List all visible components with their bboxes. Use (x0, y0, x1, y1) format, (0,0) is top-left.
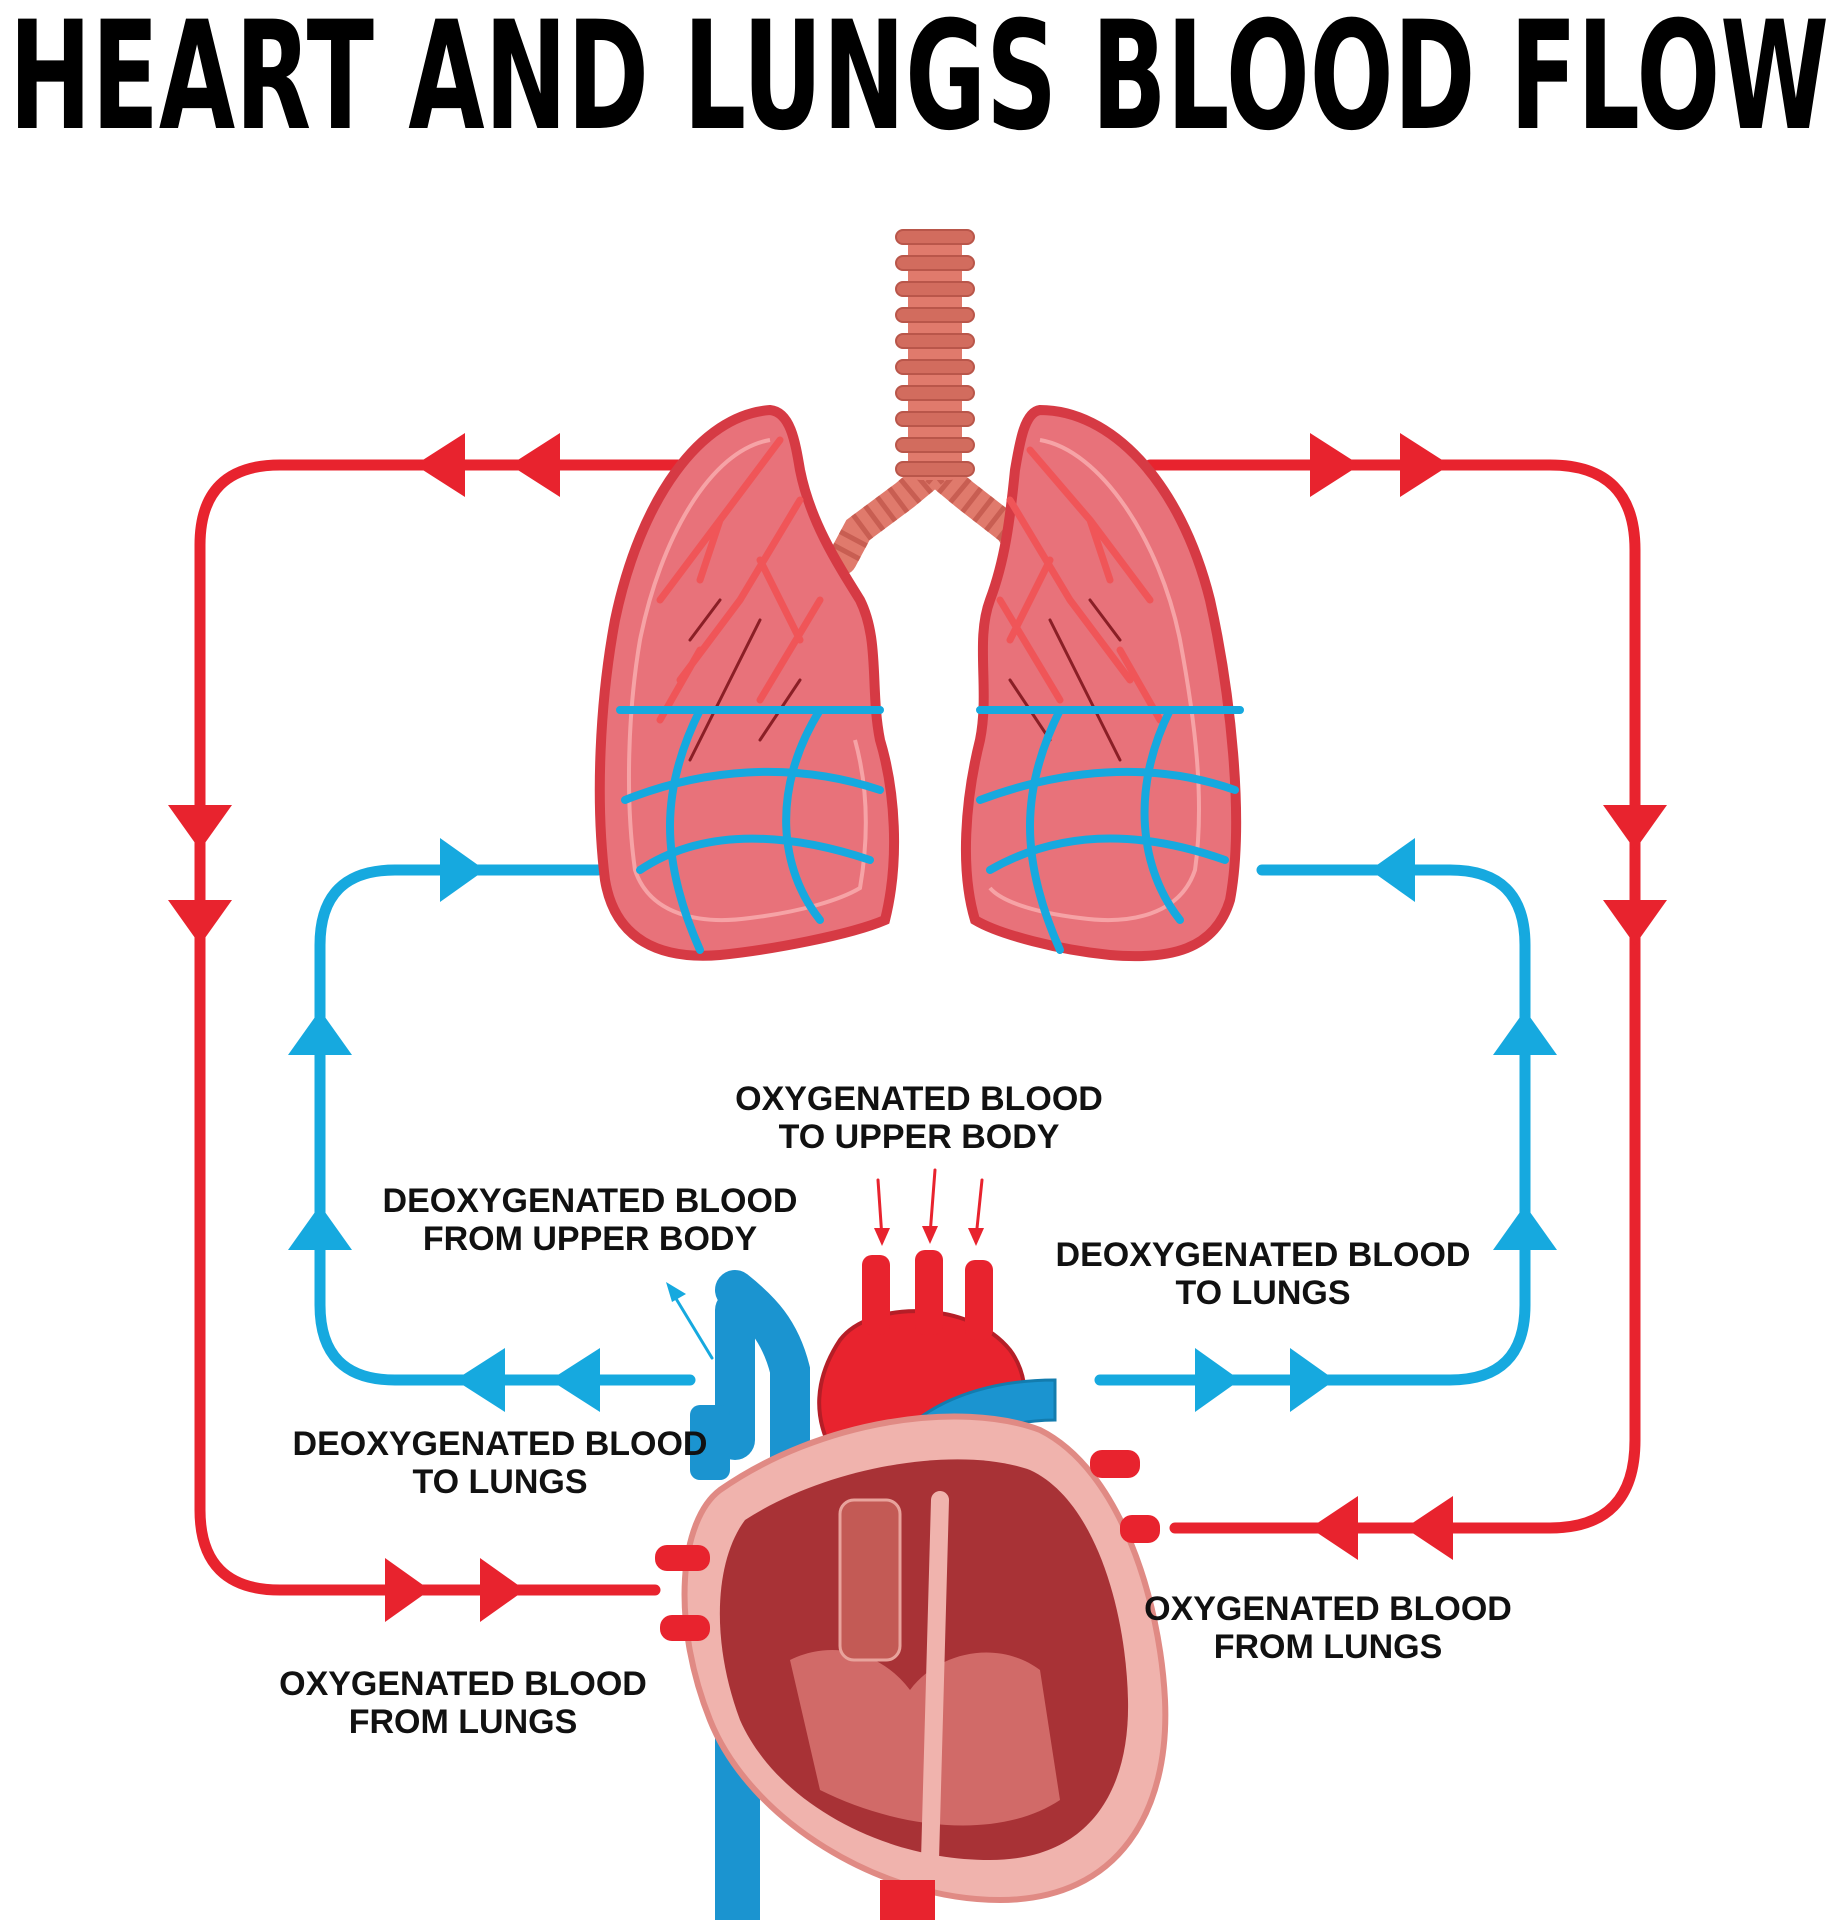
arrowhead-icon (1405, 1496, 1453, 1560)
label-deoxy-from-upper-line1: DEOXYGENATED BLOOD (383, 1182, 798, 1220)
arrowhead-icon (1310, 1496, 1358, 1560)
label-oxy-upper-line1: OXYGENATED BLOOD (735, 1080, 1103, 1118)
arrowhead-icon (385, 1558, 430, 1622)
blue-right-loop (1094, 864, 1531, 1386)
trachea-illustration (827, 229, 1043, 575)
arrowhead-icon (1310, 433, 1360, 497)
arrowhead-icon (1493, 1205, 1557, 1250)
arrowhead-icon (440, 838, 485, 902)
oxygenated-arrows (168, 433, 1667, 1622)
label-deoxy-from-upper-line2: FROM UPPER BODY (423, 1220, 758, 1258)
label-oxy-from-lungs-right-line2: FROM LUNGS (1214, 1628, 1443, 1666)
arrowhead-icon (1195, 1348, 1240, 1412)
label-deoxy-to-lungs-left-line1: DEOXYGENATED BLOOD (293, 1425, 708, 1463)
deoxygenated-arrows (288, 838, 1557, 1412)
arrowhead-icon (288, 1010, 352, 1055)
arrowhead-icon (1400, 433, 1450, 497)
red-right-loop (1144, 459, 1641, 1534)
arrowhead-icon (415, 433, 465, 497)
septum (921, 1491, 949, 1869)
superior-vena-cava (715, 1270, 810, 1520)
arrowhead-icon (550, 1348, 600, 1412)
label-deoxy-to-lungs-right-line1: DEOXYGENATED BLOOD (1056, 1236, 1471, 1274)
page-title: HEART AND LUNGS BLOOD FLOW (9, 0, 1829, 164)
flow-labels: OXYGENATED BLOOD TO UPPER BODY DEOXYGENA… (279, 1080, 1512, 1741)
arrowhead-icon (1493, 1010, 1557, 1055)
arrowhead-icon (1603, 805, 1667, 850)
lungs-illustration (594, 404, 1244, 962)
arrowhead-icon (1603, 900, 1667, 945)
label-deoxy-to-lungs-right-line2: TO LUNGS (1175, 1274, 1350, 1312)
trachea-rings (895, 229, 975, 477)
left-lung (594, 404, 900, 961)
deoxygenated-flow-lines (314, 864, 1531, 1386)
arrowhead-icon (480, 1558, 525, 1622)
arrowhead-icon (455, 1348, 505, 1412)
label-deoxy-to-lungs-left-line2: TO LUNGS (412, 1463, 587, 1501)
arrowhead-icon (1370, 838, 1415, 902)
blue-left-loop (314, 864, 696, 1386)
arrowhead-icon (510, 433, 560, 497)
red-left-loop (194, 459, 706, 1596)
arrowhead-icon (168, 900, 232, 945)
arrowhead-icon (288, 1205, 352, 1250)
label-oxy-upper-line2: TO UPPER BODY (779, 1118, 1060, 1156)
pointer-arrows (666, 1168, 984, 1360)
label-oxy-from-lungs-right-line1: OXYGENATED BLOOD (1144, 1590, 1512, 1628)
arrowhead-icon (1290, 1348, 1335, 1412)
right-lung (960, 404, 1244, 962)
heart-illustration (655, 1250, 1169, 1920)
arrowhead-icon (168, 805, 232, 850)
label-oxy-from-lungs-left-line2: FROM LUNGS (349, 1703, 578, 1741)
oxygenated-flow-lines (194, 459, 1641, 1596)
label-oxy-from-lungs-left-line1: OXYGENATED BLOOD (279, 1665, 647, 1703)
